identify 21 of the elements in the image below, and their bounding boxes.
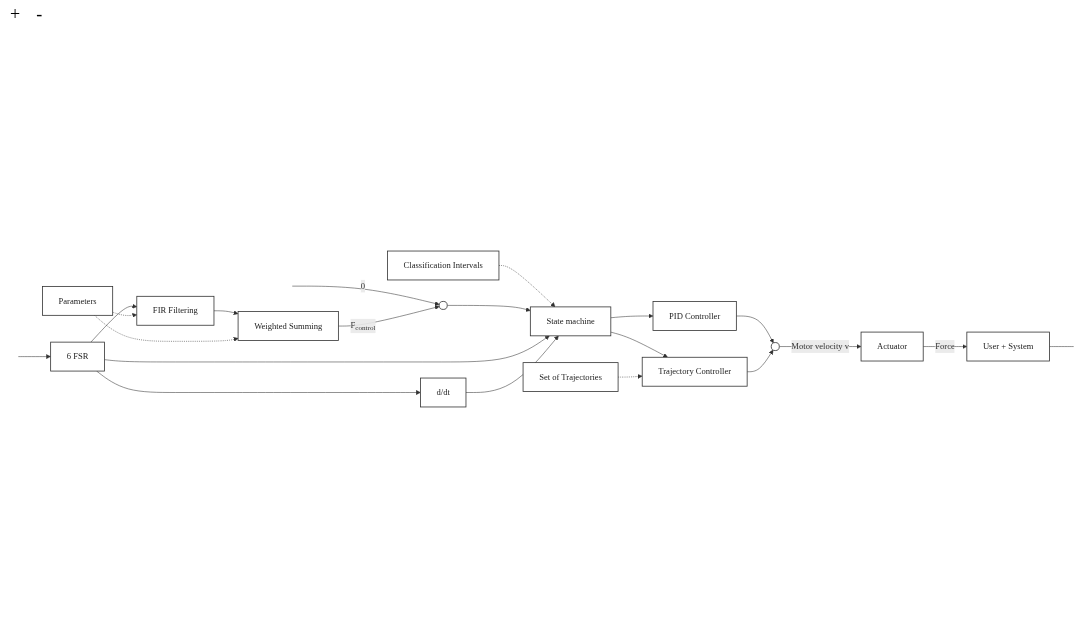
- node-box: d/dt: [420, 377, 467, 408]
- sign-label: -: [36, 4, 43, 26]
- node-box: FIR Filtering: [136, 295, 215, 326]
- node-box: Parameters: [42, 286, 114, 316]
- node-box: Trajectory Controller: [641, 356, 748, 387]
- node-box: 6 FSR: [50, 341, 105, 372]
- node-circle: [438, 301, 448, 310]
- node-box: Actuator: [860, 331, 924, 362]
- node-box: PID Controller: [652, 301, 737, 331]
- node-box: Classification Intervals: [387, 250, 500, 281]
- node-circle: [770, 342, 780, 351]
- edge-label: 0: [360, 281, 366, 291]
- node-box: Weighted Summing: [237, 311, 339, 341]
- node-box: User + System: [966, 331, 1050, 362]
- connector: [1049, 346, 1074, 347]
- edge-label: Motor velocity v: [791, 341, 849, 351]
- sign-label: +: [10, 4, 21, 26]
- edge-label: Force: [935, 341, 955, 351]
- node-box: Set of Trajectories: [522, 362, 619, 392]
- edge-label: F$_{control}$: [350, 320, 376, 332]
- node-box: State machine: [529, 306, 612, 337]
